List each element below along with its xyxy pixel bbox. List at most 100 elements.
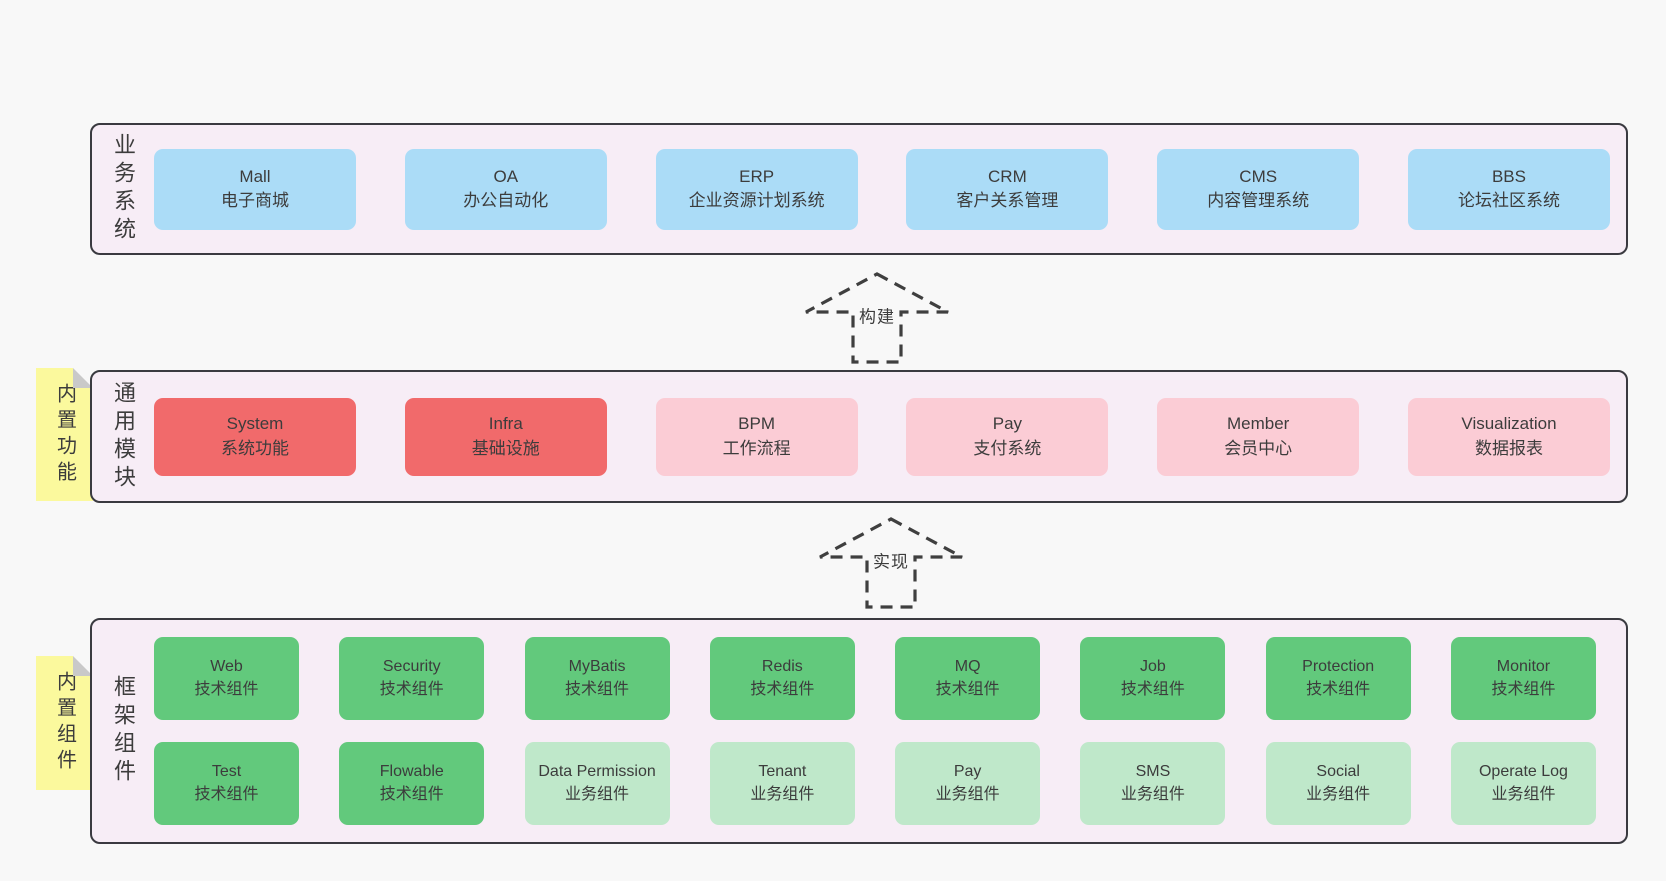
panel-label-text: 业务系统 [111, 133, 136, 245]
box-name: SMS [1135, 762, 1171, 780]
build-arrow: 构建 [802, 270, 952, 366]
box-bpm: BPM 工作流程 [655, 397, 858, 476]
box-pay-component: Pay 业务组件 [895, 742, 1041, 825]
box-redis: Redis 技术组件 [709, 637, 855, 720]
box-name: Protection [1302, 657, 1375, 675]
box-mybatis: MyBatis 技术组件 [524, 637, 670, 720]
implement-arrow: 实现 [816, 515, 966, 611]
box-operate-log: Operate Log 业务组件 [1450, 742, 1596, 825]
box-name: MyBatis [568, 657, 626, 675]
box-name: Redis [761, 657, 803, 675]
box-oa: OA 办公自动化 [404, 148, 607, 230]
box-desc: 技术组件 [379, 785, 444, 803]
box-erp: ERP 企业资源计划系统 [655, 148, 858, 230]
box-desc: 业务组件 [1491, 785, 1556, 803]
box-crm: CRM 客户关系管理 [906, 148, 1109, 230]
box-name: System [226, 414, 284, 434]
box-name: Job [1140, 657, 1166, 675]
box-visualization: Visualization 数据报表 [1407, 397, 1610, 476]
box-name: BBS [1491, 166, 1526, 186]
implement-arrow-label: 实现 [870, 546, 912, 574]
panel-label-components: 框架组件 [92, 675, 154, 787]
box-name: Web [210, 657, 243, 675]
box-desc: 客户关系管理 [956, 191, 1059, 210]
panel-label-business: 业务系统 [92, 133, 154, 245]
box-name: Monitor [1496, 657, 1551, 675]
box-sms: SMS 业务组件 [1080, 742, 1226, 825]
box-desc: 技术组件 [194, 785, 259, 803]
box-name: Operate Log [1478, 762, 1568, 780]
business-boxes-row: Mall 电子商城 OA 办公自动化 ERP 企业资源计划系统 CRM 客户关系… [154, 148, 1626, 230]
box-desc: 办公自动化 [463, 191, 549, 210]
box-member: Member 会员中心 [1157, 397, 1360, 476]
dashed-up-arrow-icon [819, 517, 963, 609]
box-flowable: Flowable 技术组件 [339, 742, 485, 825]
framework-components-panel: 框架组件 Web 技术组件 Security 技术组件 MyBatis 技术组件… [90, 618, 1628, 844]
box-social: Social 业务组件 [1265, 742, 1411, 825]
component-boxes-grid: Web 技术组件 Security 技术组件 MyBatis 技术组件 Redi… [154, 637, 1626, 825]
box-desc: 支付系统 [973, 438, 1042, 458]
box-name: Pay [992, 414, 1023, 434]
build-arrow-label: 构建 [856, 301, 898, 329]
sticky-note-builtin-components: 内置组件 [36, 656, 93, 790]
box-pay-module: Pay 支付系统 [906, 397, 1109, 476]
box-name: Test [211, 762, 242, 780]
box-job: Job 技术组件 [1080, 637, 1226, 720]
sticky-label: 内置组件 [53, 671, 76, 775]
box-desc: 会员中心 [1224, 438, 1293, 458]
box-name: Flowable [379, 762, 444, 780]
box-desc: 业务组件 [565, 785, 630, 803]
module-boxes-row: System 系统功能 Infra 基础设施 BPM 工作流程 Pay 支付系统… [154, 397, 1626, 476]
box-name: Infra [488, 414, 523, 434]
box-mall: Mall 电子商城 [154, 148, 356, 230]
box-mq: MQ 技术组件 [895, 637, 1041, 720]
box-desc: 电子商城 [221, 191, 289, 210]
dashed-up-arrow-icon [805, 272, 949, 364]
box-desc: 系统功能 [221, 438, 289, 458]
box-desc: 论坛社区系统 [1457, 191, 1560, 210]
common-modules-panel: 通用模块 System 系统功能 Infra 基础设施 BPM 工作流程 Pay… [90, 370, 1628, 503]
component-row-1: Web 技术组件 Security 技术组件 MyBatis 技术组件 Redi… [154, 637, 1596, 720]
box-name: Member [1227, 414, 1290, 434]
box-tenant: Tenant 业务组件 [709, 742, 855, 825]
box-name: BPM [738, 414, 776, 434]
box-desc: 内容管理系统 [1207, 191, 1310, 210]
box-name: ERP [739, 166, 775, 186]
box-name: Tenant [758, 762, 807, 780]
panel-label-text: 通用模块 [111, 380, 136, 493]
box-desc: 技术组件 [1120, 680, 1185, 698]
box-desc: 技术组件 [1306, 680, 1371, 698]
box-cms: CMS 内容管理系统 [1157, 148, 1360, 230]
box-infra: Infra 基础设施 [404, 397, 607, 476]
panel-label-modules: 通用模块 [92, 381, 154, 493]
panel-label-text: 框架组件 [111, 675, 136, 787]
box-desc: 技术组件 [750, 680, 815, 698]
box-desc: 技术组件 [194, 680, 259, 698]
sticky-fold-corner [73, 368, 93, 388]
sticky-note-builtin-features: 内置功能 [36, 368, 93, 501]
component-row-2: Test 技术组件 Flowable 技术组件 Data Permission … [154, 742, 1596, 825]
box-name: Data Permission [538, 762, 656, 780]
box-system: System 系统功能 [154, 397, 356, 476]
box-name: MQ [954, 657, 981, 675]
box-desc: 基础设施 [471, 438, 540, 458]
box-desc: 技术组件 [379, 680, 444, 698]
box-web: Web 技术组件 [154, 637, 299, 720]
box-desc: 业务组件 [935, 785, 1000, 803]
box-name: Pay [953, 762, 982, 780]
box-protection: Protection 技术组件 [1265, 637, 1411, 720]
box-name: Security [382, 657, 441, 675]
box-desc: 数据报表 [1474, 438, 1543, 458]
box-name: CMS [1239, 166, 1278, 186]
box-security: Security 技术组件 [339, 637, 485, 720]
box-name: OA [493, 166, 519, 186]
box-desc: 技术组件 [935, 680, 1000, 698]
business-systems-panel: 业务系统 Mall 电子商城 OA 办公自动化 ERP 企业资源计划系统 CRM… [90, 123, 1628, 255]
box-name: CRM [988, 166, 1027, 186]
box-data-permission: Data Permission 业务组件 [524, 742, 670, 825]
box-desc: 技术组件 [1491, 680, 1556, 698]
box-desc: 业务组件 [1306, 785, 1371, 803]
box-desc: 业务组件 [1120, 785, 1185, 803]
box-name: Visualization [1461, 414, 1557, 434]
